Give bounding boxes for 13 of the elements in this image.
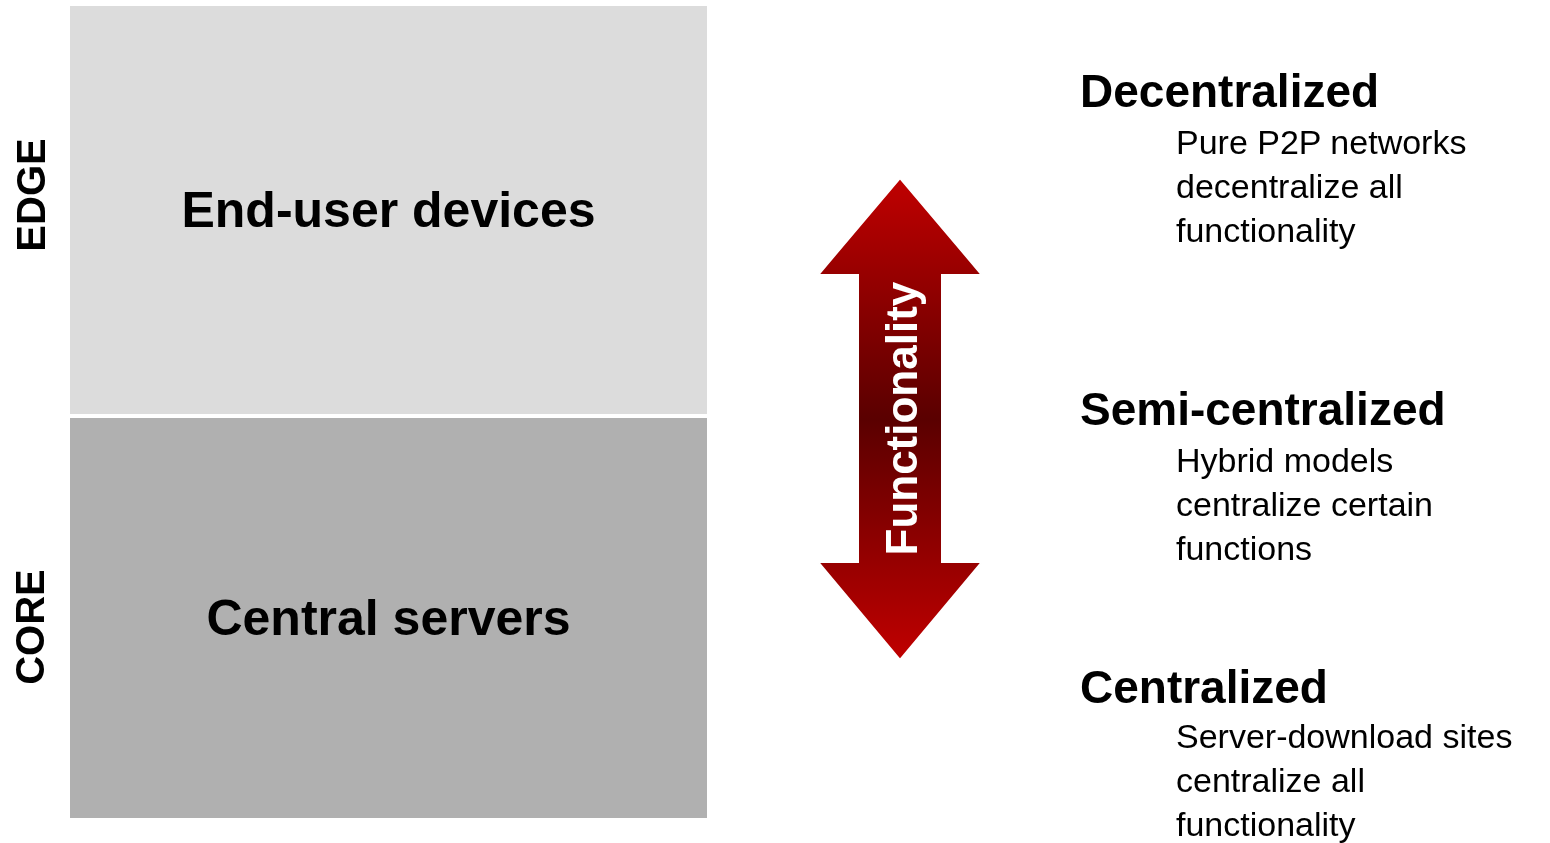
server-panel [70,418,707,818]
category-heading: Decentralized [1080,64,1380,119]
category-description: Pure P2P networks decentralize all functionality [1176,122,1468,252]
panel-title: Central servers [206,589,571,647]
tier-label: EDGE [7,138,54,252]
category-heading: Centralized [1080,660,1328,715]
panel-title: End-user devices [181,181,596,239]
category-heading: Semi-centralized [1080,382,1446,437]
category-description: Server-download sites centralize all functionality [1176,716,1514,843]
category-description: Hybrid models centralize certain functions [1176,440,1434,570]
device-panel [70,6,707,414]
arrow-label: Functionality [876,281,928,555]
tier-label: CORE [6,569,53,685]
